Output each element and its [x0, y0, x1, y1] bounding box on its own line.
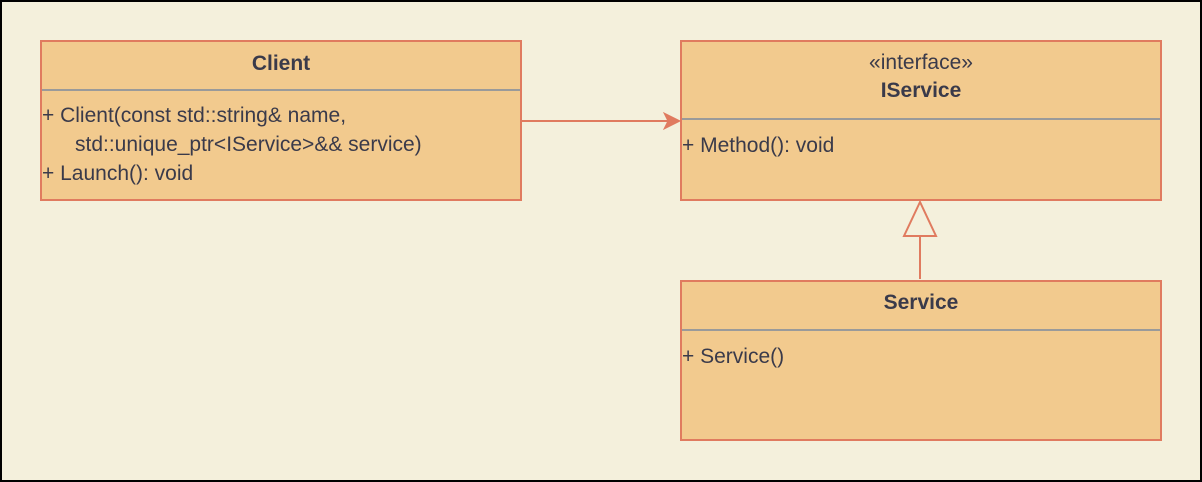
service-class-members: + Service() — [682, 331, 1160, 371]
service-class-box[interactable]: Service + Service() — [680, 280, 1162, 441]
client-constructor-line-1: + Client(const std::string& name, — [42, 104, 347, 127]
client-class-name: Client — [251, 52, 311, 75]
iservice-interface-header: «interface» IService — [682, 42, 1160, 118]
service-class-header: Service — [682, 282, 1160, 329]
client-class-header: Client — [42, 42, 520, 89]
client-launch-method: + Launch(): void — [42, 162, 194, 185]
iservice-interface-box[interactable]: «interface» IService + Method(): void — [680, 40, 1162, 201]
iservice-method: + Method(): void — [682, 134, 835, 157]
realization-arrow[interactable] — [902, 199, 938, 279]
client-constructor-line-2: std::unique_ptr<IService>&& service) — [75, 133, 422, 156]
iservice-interface-members: + Method(): void — [682, 120, 1160, 160]
service-class-name: Service — [883, 291, 959, 314]
service-class-divider — [682, 329, 1160, 331]
client-class-box[interactable]: Client + Client(const std::string& name,… — [40, 40, 522, 201]
association-arrowhead — [662, 111, 682, 131]
iservice-interface-name: IService — [880, 79, 962, 102]
association-arrow[interactable] — [520, 111, 682, 131]
realization-arrowhead — [902, 199, 938, 237]
service-constructor: + Service() — [682, 345, 785, 368]
client-class-divider — [42, 89, 520, 91]
iservice-stereotype: «interface» — [869, 51, 973, 74]
client-class-members: + Client(const std::string& name, std::u… — [42, 91, 520, 188]
iservice-interface-divider — [682, 118, 1160, 120]
